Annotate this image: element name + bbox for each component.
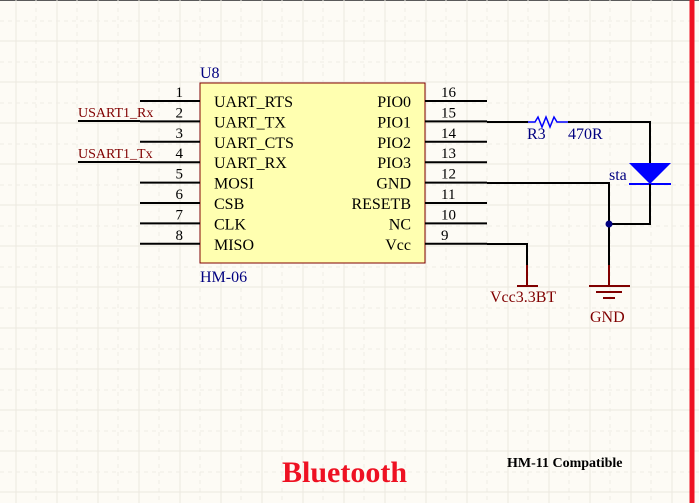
pin-number: 9 [441, 228, 449, 244]
vcc-power-label: Vcc3.3BT [490, 289, 556, 306]
component-part-name: HM-06 [200, 269, 247, 286]
sheet-title: Bluetooth [282, 456, 407, 489]
pin-number: 14 [441, 126, 457, 142]
window-top-edge [0, 0, 699, 1]
resistor-designator: R3 [527, 126, 546, 143]
gnd-power-label: GND [590, 309, 625, 326]
pin-name: UART_TX [214, 114, 286, 131]
wire-vcc [487, 243, 528, 265]
pin-name: CSB [214, 196, 244, 213]
pin-number: 6 [176, 187, 184, 203]
junction-dot [605, 220, 613, 228]
component-designator: U8 [200, 65, 220, 82]
pin-number: 7 [176, 207, 184, 223]
pin-number: 8 [176, 228, 184, 244]
vcc-net: Vcc3.3BT [487, 243, 556, 306]
pin-name: MISO [214, 237, 254, 254]
pin-name: RESETB [351, 196, 411, 213]
component-body[interactable] [199, 82, 426, 264]
pin-number: 1 [176, 85, 184, 101]
pin-name: UART_RTS [214, 94, 293, 111]
resistor-value: 470R [568, 126, 603, 143]
pin-name: PIO1 [377, 114, 411, 131]
status-led-circuit: R3 470R sta [487, 114, 671, 225]
sheet-subtitle: HM-11 Compatible [507, 456, 623, 471]
net-label-usart1-rx: USART1_Rx [78, 106, 153, 121]
net-label-usart1-tx: USART1_Tx [78, 147, 153, 162]
led-symbol[interactable] [629, 163, 671, 184]
gnd-net: GND [487, 182, 630, 326]
pin-name: NC [389, 216, 411, 233]
pin-number: 13 [441, 146, 456, 162]
pin-name: UART_CTS [214, 135, 294, 152]
wire-resistor-led [568, 121, 651, 163]
pin-name: GND [376, 176, 411, 193]
pin-name: CLK [214, 216, 246, 233]
net-labels: USART1_Rx USART1_Tx [78, 106, 153, 163]
pin-name: PIO2 [377, 135, 411, 152]
pin-number: 10 [441, 207, 456, 223]
pin-name: Vcc [385, 237, 411, 254]
pin-name: PIO3 [377, 155, 411, 172]
pin-number: 12 [441, 167, 456, 183]
pin-name: PIO0 [377, 94, 411, 111]
led-label: sta [609, 167, 627, 184]
pin-name: UART_RX [214, 155, 287, 172]
pin-number: 4 [176, 146, 184, 162]
resistor-symbol[interactable] [528, 114, 568, 130]
pin-name: MOSI [214, 176, 254, 193]
pin-number: 16 [441, 85, 457, 101]
pin-number: 5 [176, 167, 184, 183]
wire-led-gnd [609, 184, 651, 225]
pin-number: 15 [441, 105, 456, 121]
wire-gnd [487, 182, 610, 265]
pin-number: 3 [176, 126, 184, 142]
pin-number: 11 [441, 187, 455, 203]
pin-number: 2 [176, 105, 184, 121]
